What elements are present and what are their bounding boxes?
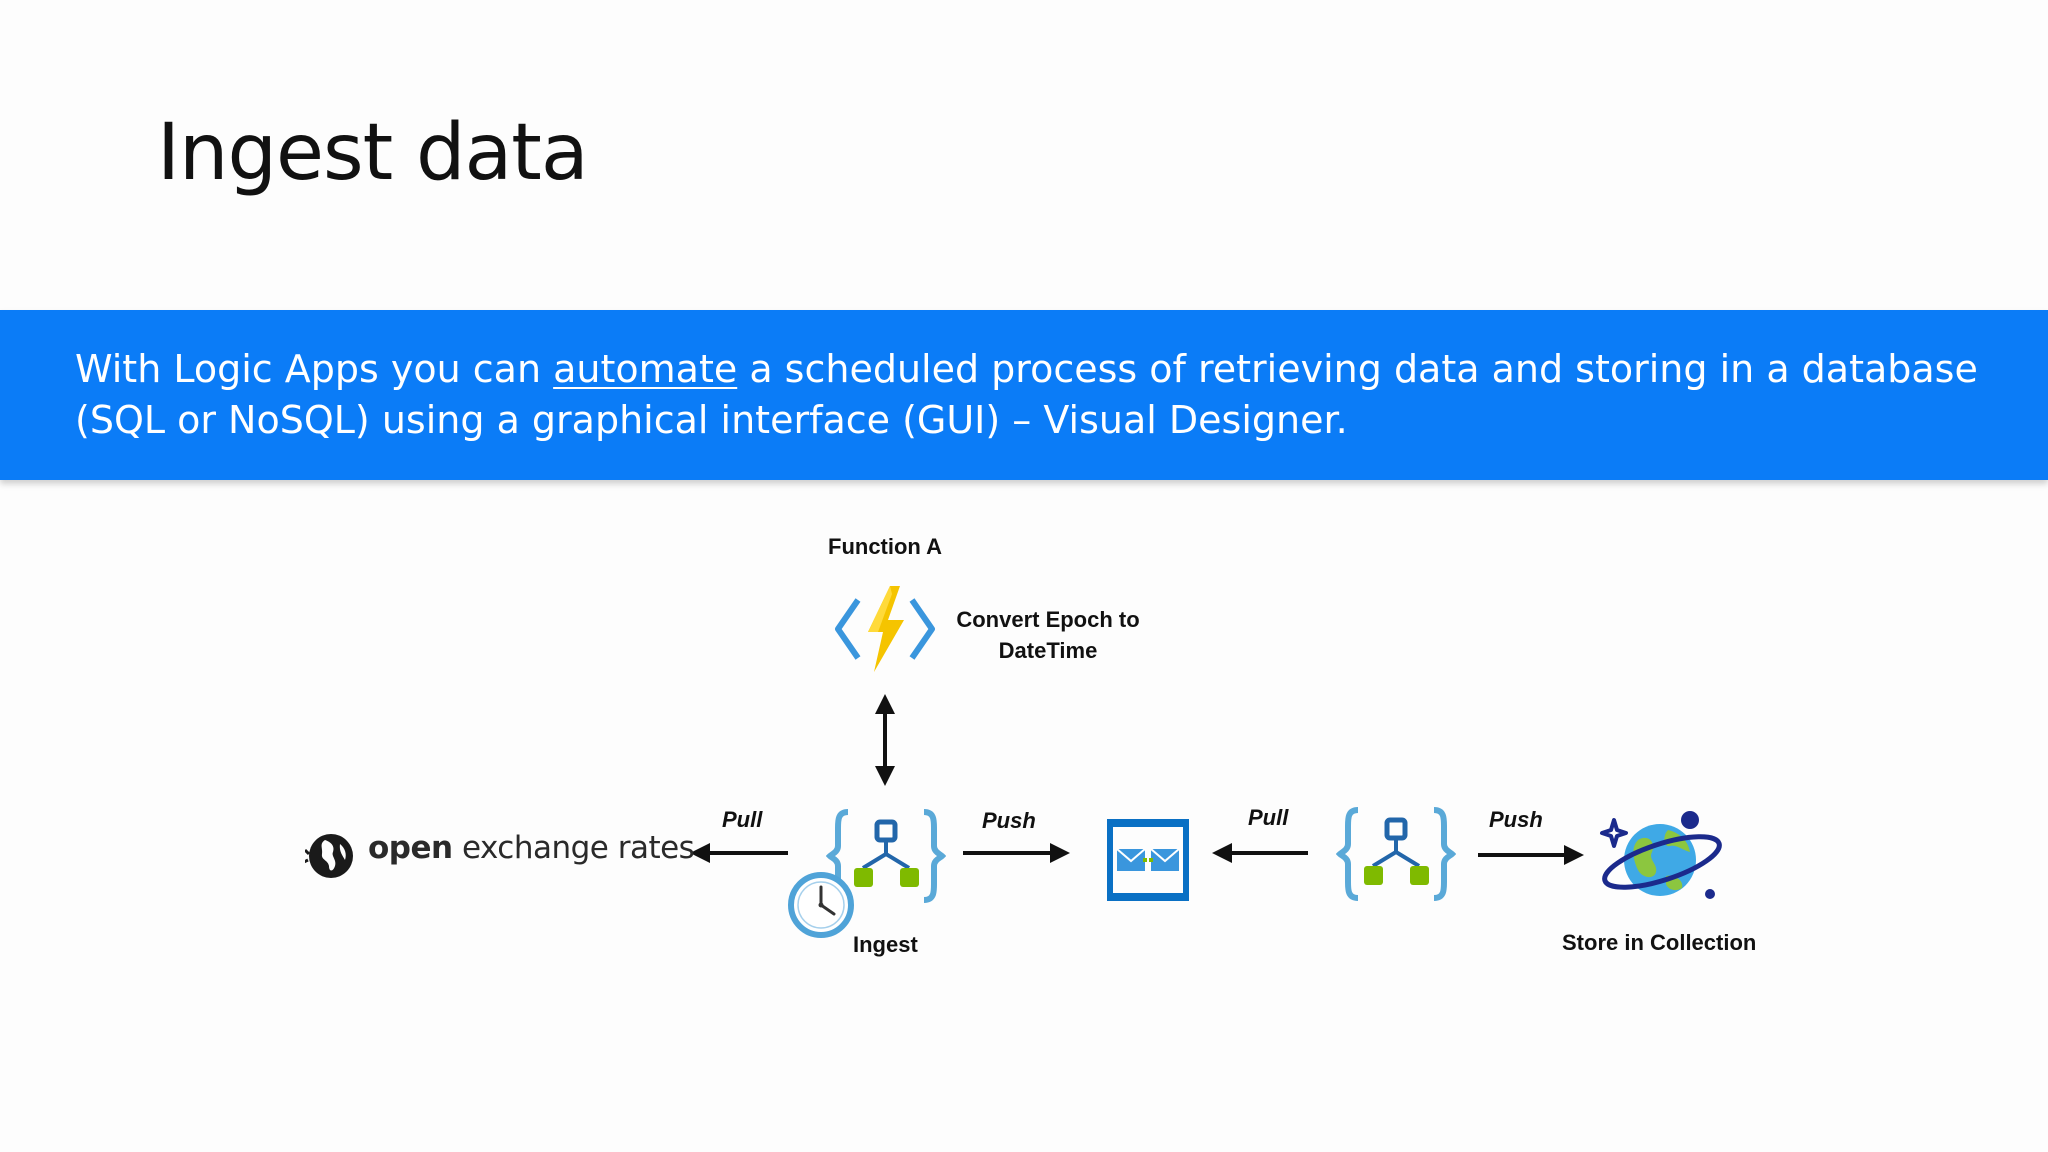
pull-label-right: Pull [1248, 805, 1289, 830]
source-label-rest: exchange rates [452, 830, 695, 866]
banner-text: With Logic Apps you can automate a sched… [75, 344, 2025, 446]
logic-app-icon-store [1336, 807, 1456, 901]
function-desc: Convert Epoch to DateTime [948, 604, 1148, 666]
ingest-label: Ingest [853, 932, 918, 957]
slide-title: Ingest data [157, 108, 589, 198]
globe-logo-icon [305, 834, 353, 878]
cosmos-db-icon [1600, 811, 1722, 899]
clock-icon [788, 872, 854, 938]
push-label-left: Push [982, 808, 1036, 833]
storage-queue-icon [1107, 819, 1189, 901]
banner-text-after: a scheduled process of retrieving data a… [75, 347, 1978, 442]
azure-function-icon [835, 586, 935, 672]
function-title: Function A [828, 534, 943, 559]
pull-label-left: Pull [722, 807, 763, 832]
source-label: open exchange rates [368, 830, 695, 866]
automate-link[interactable]: automate [553, 347, 738, 391]
function-desc-line2: DateTime [998, 638, 1098, 663]
store-label: Store in Collection [1562, 930, 1757, 955]
source-label-bold: open [368, 830, 453, 866]
info-banner: With Logic Apps you can automate a sched… [0, 310, 2048, 480]
banner-text-before: With Logic Apps you can [75, 347, 554, 391]
push-label-right: Push [1489, 807, 1543, 832]
function-desc-line1: Convert Epoch to [956, 607, 1140, 632]
